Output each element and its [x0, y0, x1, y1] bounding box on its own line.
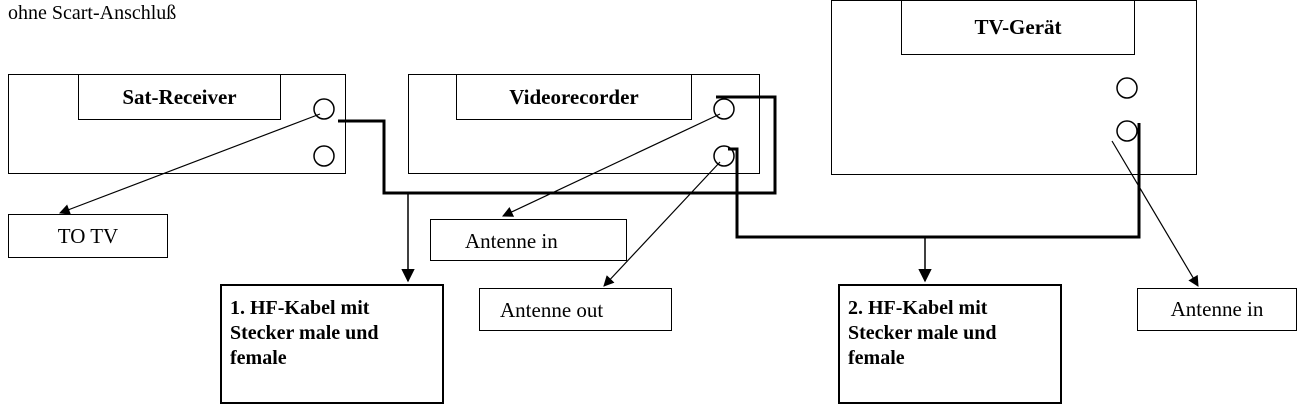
tv-port-bottom	[1116, 120, 1138, 142]
antenne-in-tv-pointer	[1111, 140, 1199, 287]
antenne-in-tv-label: Antenne in	[1137, 288, 1297, 331]
tv-port-top	[1116, 77, 1138, 99]
antenne-out-pointer	[603, 161, 721, 287]
to-tv-pointer	[58, 113, 321, 215]
diagram-caption: ohne Scart-Anschluß	[8, 2, 177, 24]
antenne-in-vcr-pointer	[502, 113, 721, 217]
antenne-out-label: Antenne out	[479, 288, 672, 331]
hf-cable-1-label: 1. HF-Kabel mit Stecker male und female	[230, 297, 379, 369]
sat-receiver-port-bottom	[313, 145, 335, 167]
sat-receiver-label: Sat-Receiver	[78, 74, 281, 120]
sat-receiver-port-top	[313, 98, 335, 120]
hf-cable-1-box: 1. HF-Kabel mit Stecker male und female	[220, 284, 444, 404]
hf-cable-2-box: 2. HF-Kabel mit Stecker male und female	[838, 284, 1062, 404]
videorecorder-port-bottom	[713, 145, 735, 167]
tv-label: TV-Gerät	[901, 0, 1135, 55]
hf-cable-2-wire	[728, 123, 1141, 239]
antenne-in-vcr-label: Antenne in	[430, 219, 627, 261]
videorecorder-label: Videorecorder	[456, 74, 692, 120]
hf-cable-2-label: 2. HF-Kabel mit Stecker male und female	[848, 297, 997, 369]
to-tv-label: TO TV	[8, 214, 168, 258]
hf-cable-1-wire	[338, 95, 777, 195]
